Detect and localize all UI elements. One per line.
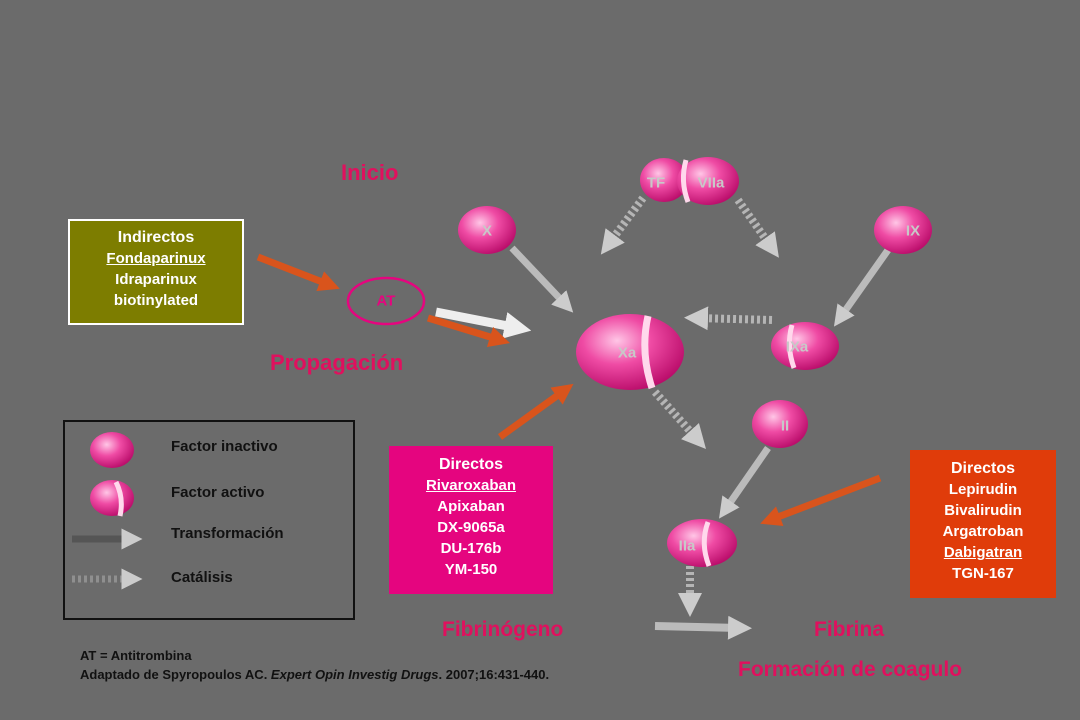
stage-propagacion: Propagación [270, 350, 404, 375]
drug-ym-150: YM-150 [444, 561, 498, 578]
box-indirectos: Indirectos Fondaparinux Idraparinux biot… [68, 219, 244, 325]
stage-formacion-coagulo: Formación de coagulo [738, 658, 963, 681]
arrow-ii-to-iia [719, 446, 771, 519]
drug-lepirudin: Lepirudin [948, 481, 1018, 498]
box-directos-xa-title: Directos [438, 456, 504, 473]
catalysis-tf-to-x [600, 195, 647, 255]
drug-du-176b: DU-176b [440, 540, 502, 557]
factor-xa-label: Xa [617, 344, 637, 362]
arrow-at-white [435, 307, 532, 339]
drug-dx-9065a: DX-9065a [437, 519, 505, 536]
catalysis-xa-to-ii [652, 389, 707, 449]
drug-tgn-167: TGN-167 [952, 565, 1014, 582]
factor-ix-sphere [874, 206, 932, 254]
stage-inicio: Inicio [341, 160, 399, 185]
factor-at-label: AT [376, 292, 396, 310]
arrow-x-to-xa [509, 245, 574, 313]
box-directos-iia-title: Directos [950, 460, 1016, 477]
legend-catalysis-label: Catálisis [171, 569, 233, 586]
factor-ii-sphere [752, 400, 808, 448]
arrow-fibrinogen-to-fibrin [654, 615, 752, 640]
legend-box: Factor inactivo Factor activo Transforma… [63, 420, 355, 620]
factor-viia-sphere [677, 157, 739, 205]
stage-fibrina: Fibrina [814, 618, 885, 641]
box-directos-iia: Directos Lepirudin Bivalirudin Argatroba… [910, 450, 1056, 598]
factor-ix-label: IX [905, 222, 921, 240]
factor-at-ellipse [346, 276, 426, 326]
drug-idraparinux: Idraparinux [115, 271, 197, 288]
factor-iia-label: IIa [678, 537, 696, 555]
factor-ixa-label: IXa [785, 338, 809, 356]
footnote-ref-suffix: . 2007;16:431-440. [438, 667, 550, 682]
footnote-reference: Adaptado de Spyropoulos AC. Expert Opin … [80, 667, 549, 682]
footnote-abbreviation: AT = Antitrombina [80, 648, 192, 663]
legend-inactive-sphere [90, 432, 134, 468]
footnote-ref-prefix: Adaptado de Spyropoulos AC. [80, 667, 271, 682]
drug-biotinylated: biotinylated [113, 292, 199, 309]
factor-ii-label: II [780, 417, 790, 435]
footnote-ref-journal: Expert Opin Investig Drugs [270, 667, 439, 682]
drug-fondaparinux: Fondaparinux [106, 250, 206, 267]
inhibit-direct-xa [497, 383, 574, 440]
factor-viia-label: VIIa [697, 174, 725, 192]
stage-fibrinogeno: Fibrinógeno [442, 618, 564, 641]
catalysis-viia-to-ix [734, 197, 779, 258]
drug-argatroban: Argatroban [942, 523, 1024, 540]
factor-tf-sphere [640, 158, 688, 202]
box-indirectos-title: Indirectos [117, 229, 195, 246]
factor-xa-sphere [576, 314, 684, 390]
factor-x-sphere [458, 206, 516, 254]
inhibit-at-to-xa [426, 314, 511, 347]
legend-inactive-label: Factor inactivo [171, 438, 278, 455]
legend-active-label: Factor activo [171, 484, 265, 501]
catalysis-ixa-to-xa [684, 306, 773, 331]
legend-transform-label: Transformación [171, 525, 284, 542]
drug-bivalirudin: Bivalirudin [944, 502, 1022, 519]
factor-tf-label: TF [646, 174, 666, 192]
inhibit-direct-iia [760, 474, 882, 527]
factor-x-label: X [481, 222, 493, 240]
arrow-ix-to-ixa [833, 247, 891, 327]
drug-dabigatran: Dabigatran [943, 544, 1023, 561]
drug-apixaban: Apixaban [437, 498, 505, 515]
box-directos-xa: Directos Rivaroxaban Apixaban DX-9065a D… [389, 446, 553, 594]
drug-rivaroxaban: Rivaroxaban [425, 477, 517, 494]
inhibit-indirect-to-at [256, 253, 340, 291]
